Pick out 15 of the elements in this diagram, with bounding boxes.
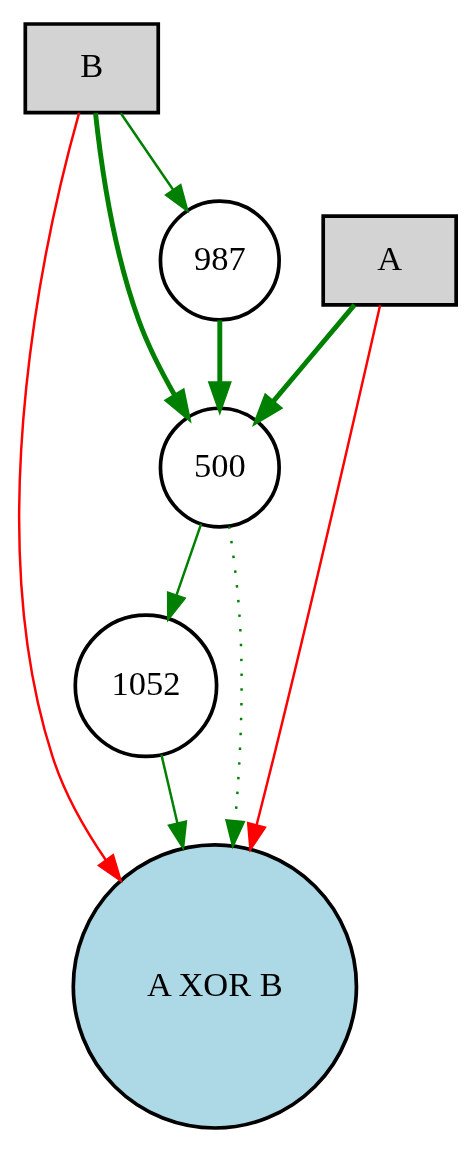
node-box: B	[22, 21, 160, 114]
node-circle: 987	[158, 198, 281, 322]
arrow	[159, 753, 187, 851]
arrow	[166, 522, 202, 622]
node-circle: A XOR B	[70, 842, 358, 1130]
node-circle: 1052	[72, 612, 218, 758]
node-circle: 500	[158, 405, 281, 529]
arrow	[207, 319, 232, 416]
arrow	[92, 112, 192, 424]
arrow	[251, 302, 356, 427]
arrow	[224, 525, 246, 849]
arrow	[246, 304, 381, 853]
arrow	[17, 112, 123, 883]
node-box: A	[320, 213, 458, 307]
arrow	[119, 112, 189, 214]
